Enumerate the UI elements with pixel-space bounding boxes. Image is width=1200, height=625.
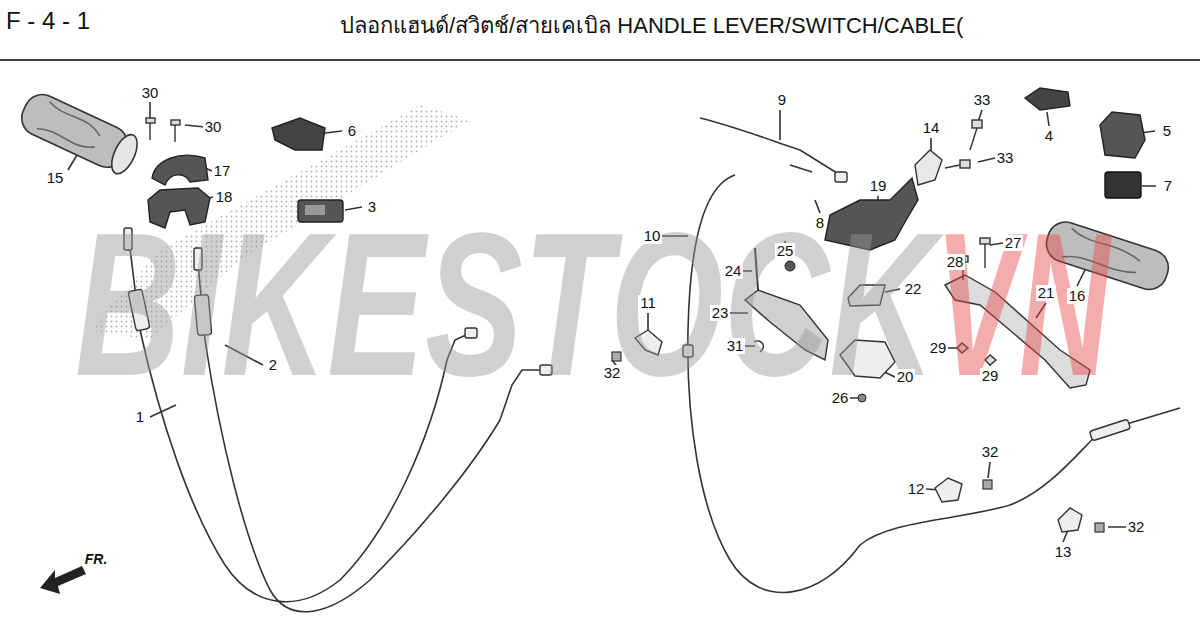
callout-number: 3 xyxy=(366,199,378,216)
callout-number: 28 xyxy=(945,254,966,271)
callout-number: 24 xyxy=(723,263,744,280)
callout-number: 30 xyxy=(203,119,224,136)
callout-number: 22 xyxy=(903,281,924,298)
callout-number: 29 xyxy=(980,368,1001,385)
callout-number: 13 xyxy=(1053,544,1074,561)
page-title: ปลอกแฮนด์/สวิตช์/สายเคเบิล HANDLE LEVER/… xyxy=(340,14,963,38)
callout-number: 26 xyxy=(830,390,851,407)
callout-number: 18 xyxy=(214,189,235,206)
callout-number: 30 xyxy=(140,85,161,102)
callout-number: 32 xyxy=(980,444,1001,461)
watermark: BIKESTOCK xyxy=(75,201,935,406)
section-code: F - 4 - 1 xyxy=(6,8,90,34)
callout-number: 16 xyxy=(1067,288,1088,305)
callout-number: 7 xyxy=(1162,178,1174,195)
callout-number: 23 xyxy=(710,305,731,322)
callout-number: 21 xyxy=(1036,285,1057,302)
callout-number: 4 xyxy=(1043,128,1055,145)
callout-number: 31 xyxy=(725,338,746,355)
callout-number: 20 xyxy=(895,369,916,386)
callout-number: 32 xyxy=(1126,519,1147,536)
callout-number: 33 xyxy=(995,150,1016,167)
callout-number: 1 xyxy=(134,409,146,426)
callout-number: 25 xyxy=(775,243,796,260)
callout-number: 32 xyxy=(602,365,623,382)
callout-number: 5 xyxy=(1161,123,1173,140)
callout-number: 29 xyxy=(928,340,949,357)
callout-number: 17 xyxy=(212,163,233,180)
callout-number: 8 xyxy=(814,215,826,232)
callout-number: 10 xyxy=(642,228,663,245)
callout-number: 9 xyxy=(776,92,788,109)
callout-number: 33 xyxy=(972,92,993,109)
callout-number: 11 xyxy=(638,295,658,312)
callout-number: 2 xyxy=(267,357,279,374)
callout-number: 14 xyxy=(921,120,942,137)
callout-number: 27 xyxy=(1003,235,1024,252)
callout-number: 12 xyxy=(906,481,927,498)
callout-number: 6 xyxy=(346,123,358,140)
direction-mark: FR. xyxy=(83,552,110,567)
callout-number: 15 xyxy=(45,170,66,187)
callout-number: 19 xyxy=(868,178,889,195)
